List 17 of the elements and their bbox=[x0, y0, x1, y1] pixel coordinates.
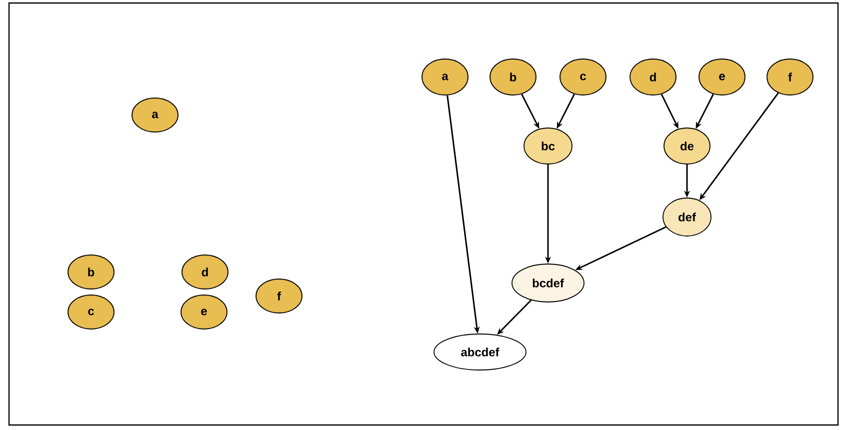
ellipse-node: def bbox=[662, 198, 712, 236]
ellipse-node: c bbox=[68, 294, 114, 330]
ellipse-node: bcdef bbox=[512, 264, 584, 302]
ellipse-node: b bbox=[490, 58, 536, 96]
ellipse-node: a bbox=[132, 98, 178, 132]
ellipse-node: f bbox=[256, 278, 302, 314]
ellipse-node: c bbox=[560, 58, 606, 96]
ellipse-node: d bbox=[182, 254, 228, 290]
ellipse-node: d bbox=[630, 58, 676, 96]
ellipse-node: f bbox=[766, 58, 814, 96]
ellipse-node: a bbox=[422, 58, 468, 96]
ellipse-node: e bbox=[698, 58, 746, 96]
ellipse-node: bc bbox=[524, 128, 572, 164]
ellipse-node: de bbox=[664, 128, 710, 164]
ellipse-node: b bbox=[68, 254, 114, 290]
ellipse-node: abcdef bbox=[434, 334, 526, 370]
ellipse-node: e bbox=[180, 294, 228, 330]
